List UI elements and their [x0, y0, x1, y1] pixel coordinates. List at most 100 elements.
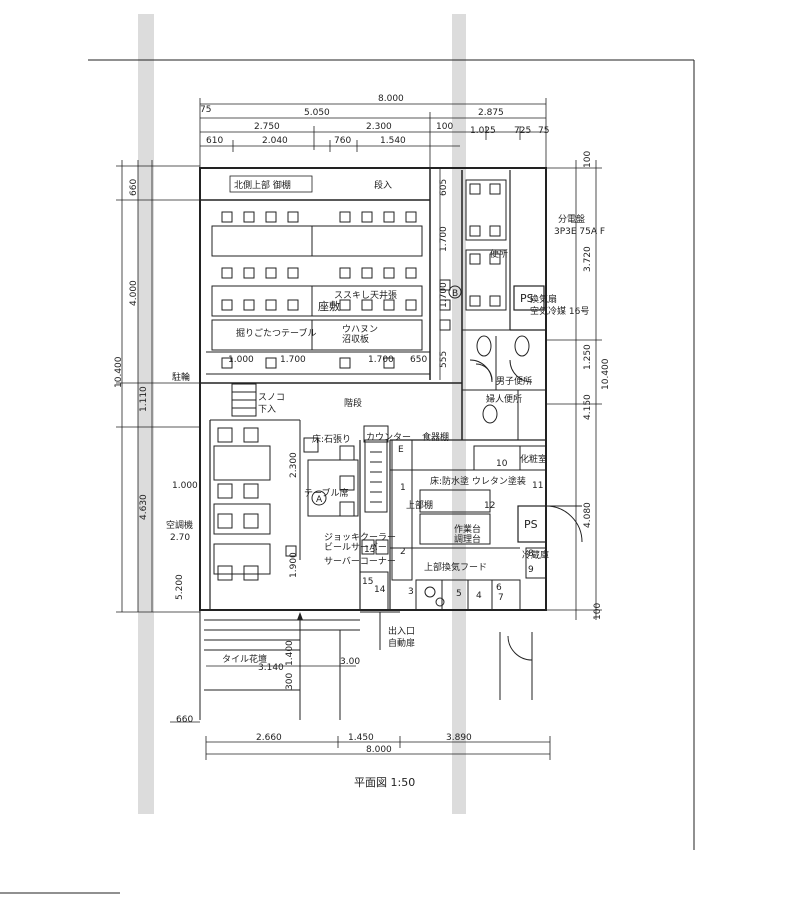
- right-dimension-lines: [439, 160, 602, 620]
- dim-top-seg-3: 760: [334, 136, 351, 146]
- paper-fold-right: [452, 14, 466, 814]
- lower-left-tables: [213, 427, 297, 581]
- dim-top-overall: 8.000: [378, 94, 404, 104]
- kitchen-num-15: 15: [362, 577, 373, 587]
- entrance-area: [199, 610, 400, 720]
- kitchen-num-8: 8: [528, 549, 534, 559]
- label-table-seat: テーブル席: [304, 487, 348, 499]
- dim-top-seg-2: 2.040: [262, 136, 288, 146]
- dim-bottom-seg-c: 3.890: [446, 733, 472, 743]
- label-men-wc: 男子便所: [496, 375, 532, 387]
- label-counter: カウンター: [366, 432, 411, 443]
- dim-right-g: 1.700: [439, 226, 449, 252]
- dim-left-upper: 660: [129, 179, 139, 196]
- label-row-4: 650: [410, 355, 427, 365]
- kitchen-num-12: 12: [484, 501, 495, 511]
- label-hori-table: 掘りごたつテーブル: [236, 327, 316, 339]
- label-storage: 食器棚: [422, 431, 449, 443]
- kitchen-num-4: 4: [476, 591, 482, 601]
- label-entry-top: 段入: [374, 179, 392, 191]
- label-kaidan: 階段: [344, 397, 362, 409]
- center-tables: [303, 425, 413, 581]
- dim-top-sub-a: 2.750: [254, 122, 280, 132]
- dim-right-b: 1.250: [583, 344, 593, 370]
- kitchen-num-10: 10: [496, 459, 508, 469]
- dim-inner-b: 1.900: [289, 552, 299, 578]
- dim-left-lower-inner: 1.000: [172, 481, 198, 491]
- kitchen-num-13: 13: [364, 545, 375, 555]
- dim-top-sub-b: 2.300: [366, 122, 392, 132]
- dim-top-sub-d: 1.025: [470, 126, 496, 136]
- dim-left-overall: 10.400: [114, 356, 124, 388]
- kitchen-num-1: 1: [400, 483, 406, 493]
- dim-right-e: 100: [593, 603, 603, 620]
- dim-right-h: 1.700: [439, 282, 449, 308]
- kitchen-num-2: 2: [400, 547, 406, 557]
- label-kitchen-floor: 床:防水塗 ウレタン塗装: [430, 475, 526, 487]
- left-dimension-lines: [116, 160, 200, 613]
- dim-bottom-low-3: 3.00: [340, 657, 360, 667]
- entry-arrow-icon: [297, 612, 303, 620]
- dim-bottom-low-5: 300: [285, 673, 295, 690]
- toilets: [469, 335, 533, 440]
- label-aircon-size: 2.70: [170, 533, 190, 543]
- label-susuki: ススキし天井張: [334, 289, 397, 301]
- kitchen-num-11: 11: [532, 481, 543, 491]
- label-cabinet: 北側上部 御棚: [234, 179, 291, 191]
- dim-right-top: 100: [583, 151, 593, 168]
- label-row-2: 1.700: [280, 355, 306, 365]
- label-sunoko: スノコ: [258, 393, 285, 403]
- marker-a-circle: [311, 490, 327, 506]
- ps-box-top: [513, 285, 545, 311]
- label-row-1: 1.000: [228, 355, 254, 365]
- kitchen-num-14: 14: [374, 585, 386, 595]
- label-prep-table: 作業台: [454, 523, 481, 535]
- label-disabled-wc: 化粧室: [520, 453, 547, 465]
- dim-top-sub-f: 75: [538, 126, 549, 136]
- label-seat-a: A: [316, 495, 323, 505]
- dim-bottom-overall: 8.000: [366, 745, 392, 755]
- dim-bottom-low-4: 1.400: [285, 640, 295, 666]
- dim-top-seg-1: 610: [206, 136, 223, 146]
- label-tile-flowerbed: タイル花壇: [222, 653, 267, 665]
- label-meter2: 3P3E 75A F: [554, 227, 605, 237]
- dim-left-lower: 4.630: [139, 494, 149, 520]
- label-ps-top: PS: [520, 292, 534, 305]
- dim-left-mid: 1.110: [139, 386, 149, 412]
- label-aircon: 空調機: [166, 519, 193, 531]
- dim-top-left-offset: 75: [200, 105, 211, 115]
- zashiki-tables: [206, 225, 430, 375]
- dim-top-sub-c: 100: [436, 122, 453, 132]
- dim-right-overall: 10.400: [601, 358, 611, 390]
- label-ventilation2: 空気冷媒 16号: [530, 305, 589, 317]
- kitchen-equipment: [359, 445, 547, 611]
- label-meter: 分電盤: [558, 213, 585, 225]
- label-beer: ビールサーバー: [324, 542, 387, 553]
- label-hood: 上部換気フード: [424, 561, 487, 573]
- dim-right-a: 3.720: [583, 246, 593, 272]
- dim-right-i: 555: [439, 351, 449, 368]
- label-row-3: 1.700: [368, 355, 394, 365]
- label-prep-table2: 調理台: [454, 533, 481, 545]
- right-booths: [439, 179, 507, 331]
- label-jockey: ジョッキクーラー: [324, 532, 396, 543]
- top-dimension-lines: [199, 98, 547, 190]
- dim-top-seg-4: 1.540: [380, 136, 406, 146]
- dim-bottom-seg-a: 2.660: [256, 733, 282, 743]
- label-women-wc: 婦人便所: [486, 393, 522, 405]
- dim-bottom-low-1: 660: [176, 715, 193, 725]
- dim-bottom-low-2: 3.140: [258, 663, 284, 673]
- dim-right-c: 4.150: [583, 394, 593, 420]
- label-seat-b: B: [452, 289, 458, 299]
- label-shitairi: 下入: [258, 404, 276, 415]
- kitchen-num-7: 7: [498, 593, 504, 603]
- label-door-main: 自動扉: [388, 637, 415, 649]
- staircase: [231, 383, 257, 417]
- dim-top-sub-e: 725: [514, 126, 531, 136]
- label-entry-main: 出入口: [388, 625, 415, 637]
- dim-right-f: 605: [439, 179, 449, 196]
- label-ventilation: 換気扇: [530, 293, 557, 305]
- cabinet-box: [229, 175, 313, 193]
